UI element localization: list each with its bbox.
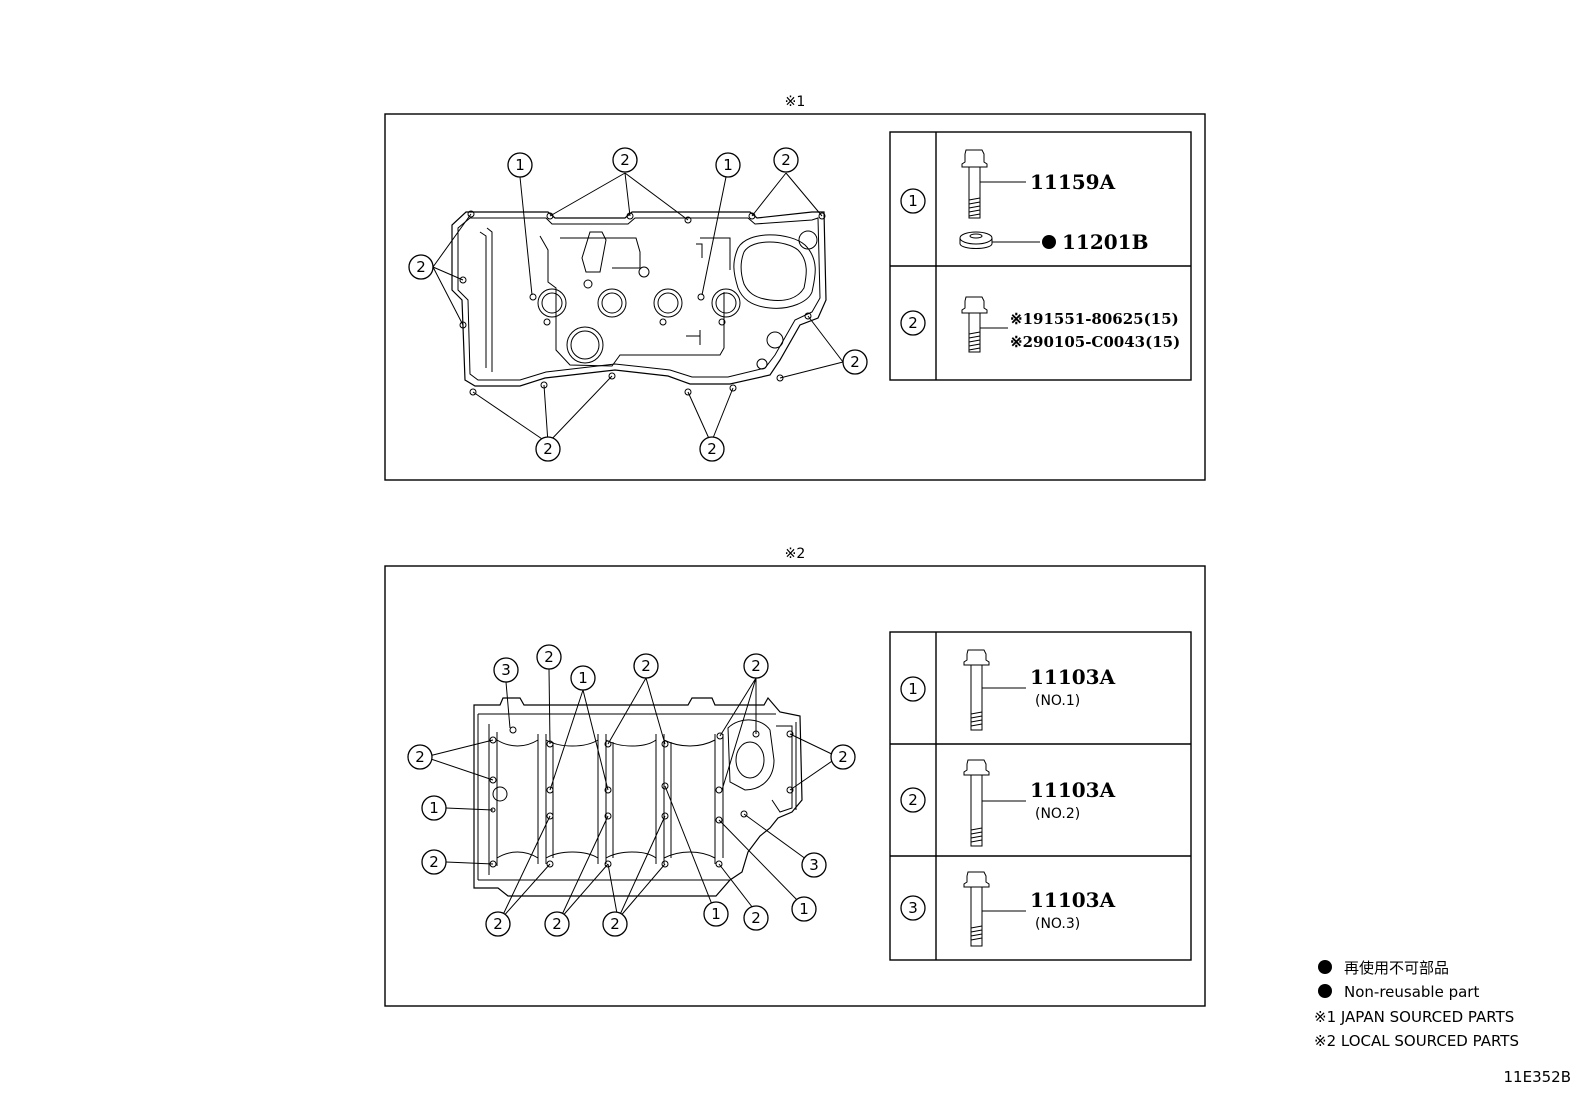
callout-2: 2 — [536, 644, 562, 670]
washer-icon — [959, 231, 993, 249]
svg-text:2: 2 — [908, 314, 918, 332]
section-1-mark: ※1 — [785, 94, 806, 110]
bolt-no3-label: (NO.3) — [1035, 916, 1080, 932]
part-number-local-2: ※290105-C0043(15) — [1010, 333, 1180, 351]
bolt-no2-label: (NO.2) — [1035, 806, 1080, 822]
svg-text:1: 1 — [515, 156, 525, 174]
table-ref-3: 3 — [900, 895, 926, 921]
legend-en: Non-reusable part — [1344, 983, 1479, 1001]
table-ref-1: 1 — [900, 188, 926, 214]
callout-2: 2 — [842, 349, 868, 375]
non-reusable-dot-icon — [1042, 235, 1056, 249]
non-reusable-dot-icon — [1318, 960, 1332, 974]
diagram-code: 11E352B — [1504, 1068, 1572, 1086]
callout-1: 1 — [507, 152, 533, 178]
callout-2: 2 — [408, 254, 434, 280]
section-1-leaders — [432, 172, 844, 444]
callout-2: 2 — [743, 653, 769, 679]
main-bearing-bolt-icon — [963, 649, 990, 731]
section-2-leaders — [424, 668, 839, 920]
svg-text:2: 2 — [751, 909, 761, 927]
svg-text:2: 2 — [544, 648, 554, 666]
svg-text:2: 2 — [610, 915, 620, 933]
svg-text:1: 1 — [429, 799, 439, 817]
section-2-callouts: 3 2 1 2 2 2 1 2 2 3 2 2 2 2 1 1 — [407, 644, 856, 937]
callout-1: 1 — [791, 896, 817, 922]
section-2-frame — [384, 565, 1206, 1007]
svg-text:2: 2 — [493, 915, 503, 933]
callout-2: 2 — [743, 905, 769, 931]
svg-text:2: 2 — [850, 353, 860, 371]
callout-2: 2 — [407, 744, 433, 770]
callout-3: 3 — [801, 852, 827, 878]
part-number-11103A-no3: 11103A — [1030, 888, 1116, 912]
legend: 再使用不可部品 Non-reusable part ※1 JAPAN SOURC… — [1314, 959, 1519, 1050]
svg-text:1: 1 — [578, 669, 588, 687]
svg-text:2: 2 — [415, 748, 425, 766]
svg-text:2: 2 — [908, 791, 918, 809]
table-ref-2: 2 — [900, 310, 926, 336]
main-bearing-bolt-icon — [963, 759, 990, 847]
callout-2: 2 — [830, 744, 856, 770]
callout-1: 1 — [715, 152, 741, 178]
callout-2: 2 — [485, 911, 511, 937]
section-1-frame — [384, 113, 1206, 481]
svg-text:2: 2 — [781, 151, 791, 169]
callout-2: 2 — [602, 911, 628, 937]
svg-text:1: 1 — [908, 192, 918, 210]
svg-text:2: 2 — [552, 915, 562, 933]
svg-text:2: 2 — [707, 440, 717, 458]
part-number-11159A: 11159A — [1030, 170, 1116, 194]
legend-jp: 再使用不可部品 — [1344, 959, 1449, 977]
callout-2: 2 — [535, 436, 561, 462]
svg-text:3: 3 — [501, 661, 511, 679]
section-1-parts-table: 1 2 11159A 11201B ※191551-80625(15) ※290… — [889, 131, 1192, 381]
svg-text:2: 2 — [641, 657, 651, 675]
svg-text:2: 2 — [620, 151, 630, 169]
non-reusable-dot-icon — [1318, 984, 1332, 998]
table-ref-2: 2 — [900, 787, 926, 813]
section-2-parts-table: 1 2 3 11103A (NO.1) 11103A (NO.2) 11103A… — [889, 631, 1192, 961]
bearing-cap-frame-drawing — [473, 696, 803, 897]
callout-1: 1 — [421, 795, 447, 821]
svg-text:2: 2 — [429, 853, 439, 871]
flange-bolt-icon — [961, 149, 988, 219]
callout-2: 2 — [633, 653, 659, 679]
part-number-11103A-no1: 11103A — [1030, 665, 1116, 689]
part-number-11103A-no2: 11103A — [1030, 778, 1116, 802]
svg-text:3: 3 — [908, 899, 918, 917]
callout-2: 2 — [699, 436, 725, 462]
part-number-11201B: 11201B — [1062, 230, 1148, 254]
svg-text:2: 2 — [416, 258, 426, 276]
bolt-no1-label: (NO.1) — [1035, 693, 1080, 709]
legend-japan-sourced: ※1 JAPAN SOURCED PARTS — [1314, 1008, 1514, 1026]
callout-1: 1 — [570, 665, 596, 691]
svg-text:1: 1 — [723, 156, 733, 174]
svg-text:1: 1 — [711, 905, 721, 923]
svg-text:2: 2 — [543, 440, 553, 458]
svg-text:2: 2 — [751, 657, 761, 675]
callout-2: 2 — [612, 147, 638, 173]
callout-3: 3 — [493, 657, 519, 683]
part-number-local-1: ※191551-80625(15) — [1010, 310, 1179, 328]
svg-text:1: 1 — [908, 680, 918, 698]
svg-text:3: 3 — [809, 856, 819, 874]
cylinder-head-cover-drawing — [451, 210, 827, 396]
main-bearing-bolt-icon — [963, 871, 990, 947]
callout-2: 2 — [544, 911, 570, 937]
table-ref-1: 1 — [900, 676, 926, 702]
callout-2: 2 — [773, 147, 799, 173]
legend-local-sourced: ※2 LOCAL SOURCED PARTS — [1314, 1032, 1519, 1050]
section-2-mark: ※2 — [785, 546, 806, 562]
callout-1: 1 — [703, 901, 729, 927]
flange-bolt-icon — [961, 296, 988, 353]
svg-text:1: 1 — [799, 900, 809, 918]
svg-text:2: 2 — [838, 748, 848, 766]
section-1-callouts: 1 2 1 2 2 2 2 2 — [408, 147, 868, 462]
callout-2: 2 — [421, 849, 447, 875]
